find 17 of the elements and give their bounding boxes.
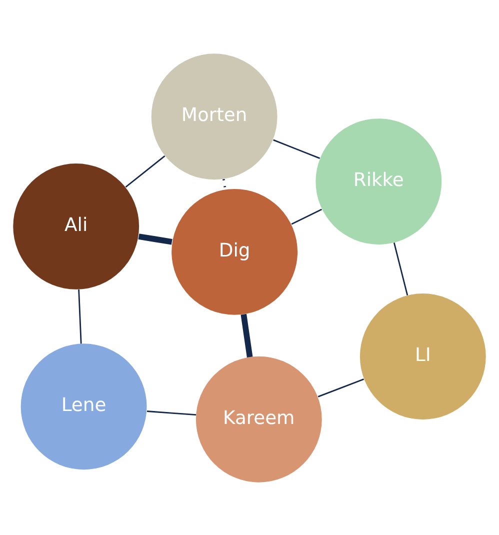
node-circle: Ali (13, 162, 140, 289)
connector (125, 154, 166, 188)
node-circle: Dig (172, 188, 298, 314)
node-circle: Rikke (316, 118, 442, 244)
connector (240, 313, 253, 357)
connector (393, 242, 408, 295)
connector (318, 378, 364, 397)
connector (273, 138, 320, 158)
node-circle: LI (360, 293, 486, 419)
node-circle: Lene (20, 343, 147, 470)
connector (138, 233, 172, 244)
connector (146, 410, 196, 415)
node-circle: Morten (151, 53, 278, 180)
connector (222, 178, 226, 190)
node-circle: Kareem (196, 356, 322, 482)
connector (78, 288, 82, 344)
connector (291, 208, 322, 224)
